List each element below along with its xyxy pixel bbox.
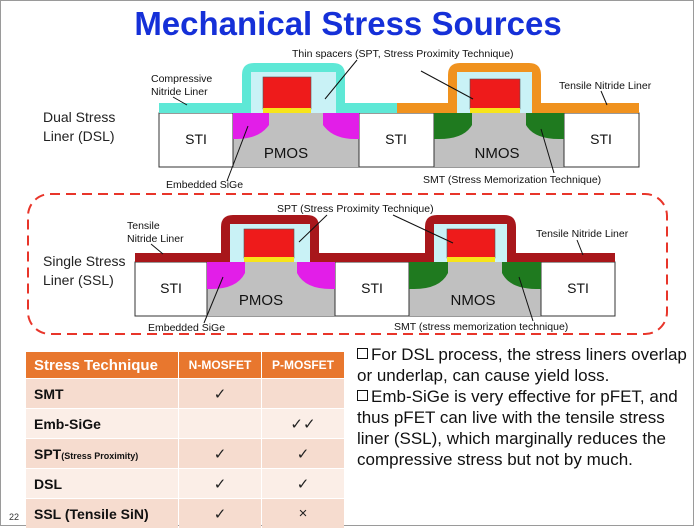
ssl-nmos-label: NMOS [451,292,496,309]
row-n-mark: ✓ [179,379,261,408]
dsl-annotation-smt: SMT (Stress Memorization Technique) [423,174,601,186]
dsl-pmos-gate [262,76,312,110]
ssl-pmos-oxide [244,257,294,262]
dsl-pmos-label: PMOS [264,145,308,162]
row-name: Emb-SiGe [26,409,178,438]
dsl-nmos-label: NMOS [475,145,520,162]
dsl-side-label: Dual Stress Liner (DSL) [43,108,115,146]
dsl-sti-left: STI [185,131,207,147]
ssl-sige-left [207,262,245,289]
table-row: Emb-SiGe ✓✓ [26,409,344,438]
dsl-sti-middle: STI [385,131,407,147]
ssl-sige-right [297,262,335,289]
row-p-mark: ✓ [262,439,344,468]
ssl-dashed-border [27,193,668,335]
ssl-side-label-line1: Single Stress [43,253,126,269]
ssl-annotation-tensile-left-2: Nitride Liner [127,233,184,245]
dsl-annotation-compressive-2: Nitride Liner [151,86,208,98]
ssl-nmos-gate [446,228,496,259]
dsl-nmos-gate [469,78,521,110]
ssl-sti-middle: STI [361,280,383,296]
table-row: SPT(Stress Proximity) ✓ ✓ [26,439,344,468]
dsl-annotation-compressive-1: Compressive [151,73,212,85]
slide-title: Mechanical Stress Sources [134,5,562,42]
row-p-mark [262,379,344,408]
dsl-nmos-oxide [470,108,520,113]
ssl-smt-right [502,262,541,289]
row-p-mark: ✓ [262,469,344,498]
table-row: SSL (Tensile SiN) ✓ × [26,499,344,528]
notes-block: For DSL process, the stress liners overl… [357,344,691,470]
page-number: 22 [9,512,20,522]
ssl-sti-right: STI [567,280,589,296]
row-name: SMT [26,379,178,408]
table-header-row: Stress Technique N-MOSFET P-MOSFET [26,352,344,378]
row-n-mark: ✓ [179,439,261,468]
row-name: SSL (Tensile SiN) [26,499,178,528]
dsl-sti-right: STI [590,131,612,147]
ssl-annotation-tensile-right: Tensile Nitride Liner [536,228,629,240]
dsl-smt-right [526,113,564,139]
stress-technique-table: Stress Technique N-MOSFET P-MOSFET SMT ✓… [25,351,345,529]
dsl-sige-left [233,113,269,139]
row-n-mark: ✓ [179,499,261,528]
dsl-side-label-line2: Liner (DSL) [43,128,115,144]
dsl-side-label-line1: Dual Stress [43,109,116,125]
row-n-mark: ✓ [179,469,261,498]
note-item: Emb-SiGe is very effective for pFET, and… [357,387,678,469]
ssl-sti-left: STI [160,280,182,296]
dsl-diagram: STI PMOS STI NMOS STI Thin spacers (SPT,… [151,48,652,191]
dsl-annotation-sige: Embedded SiGe [166,179,243,191]
ssl-smt-left [409,262,448,289]
header-stress-technique: Stress Technique [26,352,178,378]
header-n-mosfet: N-MOSFET [179,352,261,378]
dsl-annotation-tensile: Tensile Nitride Liner [559,80,652,92]
dsl-compressive-liner [159,63,397,113]
dsl-smt-left [434,113,472,139]
row-name: DSL [26,469,178,498]
note-item: For DSL process, the stress liners overl… [357,345,687,385]
ssl-side-label-line2: Liner (SSL) [43,272,114,288]
header-p-mosfet: P-MOSFET [262,352,344,378]
table-row: DSL ✓ ✓ [26,469,344,498]
ssl-nmos-oxide [447,257,495,262]
row-name: SPT(Stress Proximity) [26,439,178,468]
ssl-pmos-gate [243,228,295,259]
row-p-mark: ✓✓ [262,409,344,438]
row-n-mark [179,409,261,438]
ssl-tensile-liner [135,215,615,262]
dsl-sige-right [323,113,359,139]
dsl-pmos-oxide [263,108,311,113]
ssl-diagram: STI PMOS STI NMOS STI SPT (Stress Proxim… [127,203,629,334]
checkbox-bullet-icon [357,348,368,359]
ssl-annotation-smt: SMT (stress memorization technique) [394,321,568,333]
ssl-annotation-sige: Embedded SiGe [148,322,225,334]
ssl-side-label: Single Stress Liner (SSL) [43,252,125,290]
dsl-tensile-liner [397,63,639,113]
row-p-mark: × [262,499,344,528]
ssl-pmos-label: PMOS [239,292,283,309]
checkbox-bullet-icon [357,390,368,401]
ssl-annotation-tensile-left-1: Tensile [127,220,160,232]
dsl-annotation-spacers: Thin spacers (SPT, Stress Proximity Tech… [292,48,514,60]
table-row: SMT ✓ [26,379,344,408]
ssl-annotation-spt: SPT (Stress Proximity Technique) [277,203,434,215]
